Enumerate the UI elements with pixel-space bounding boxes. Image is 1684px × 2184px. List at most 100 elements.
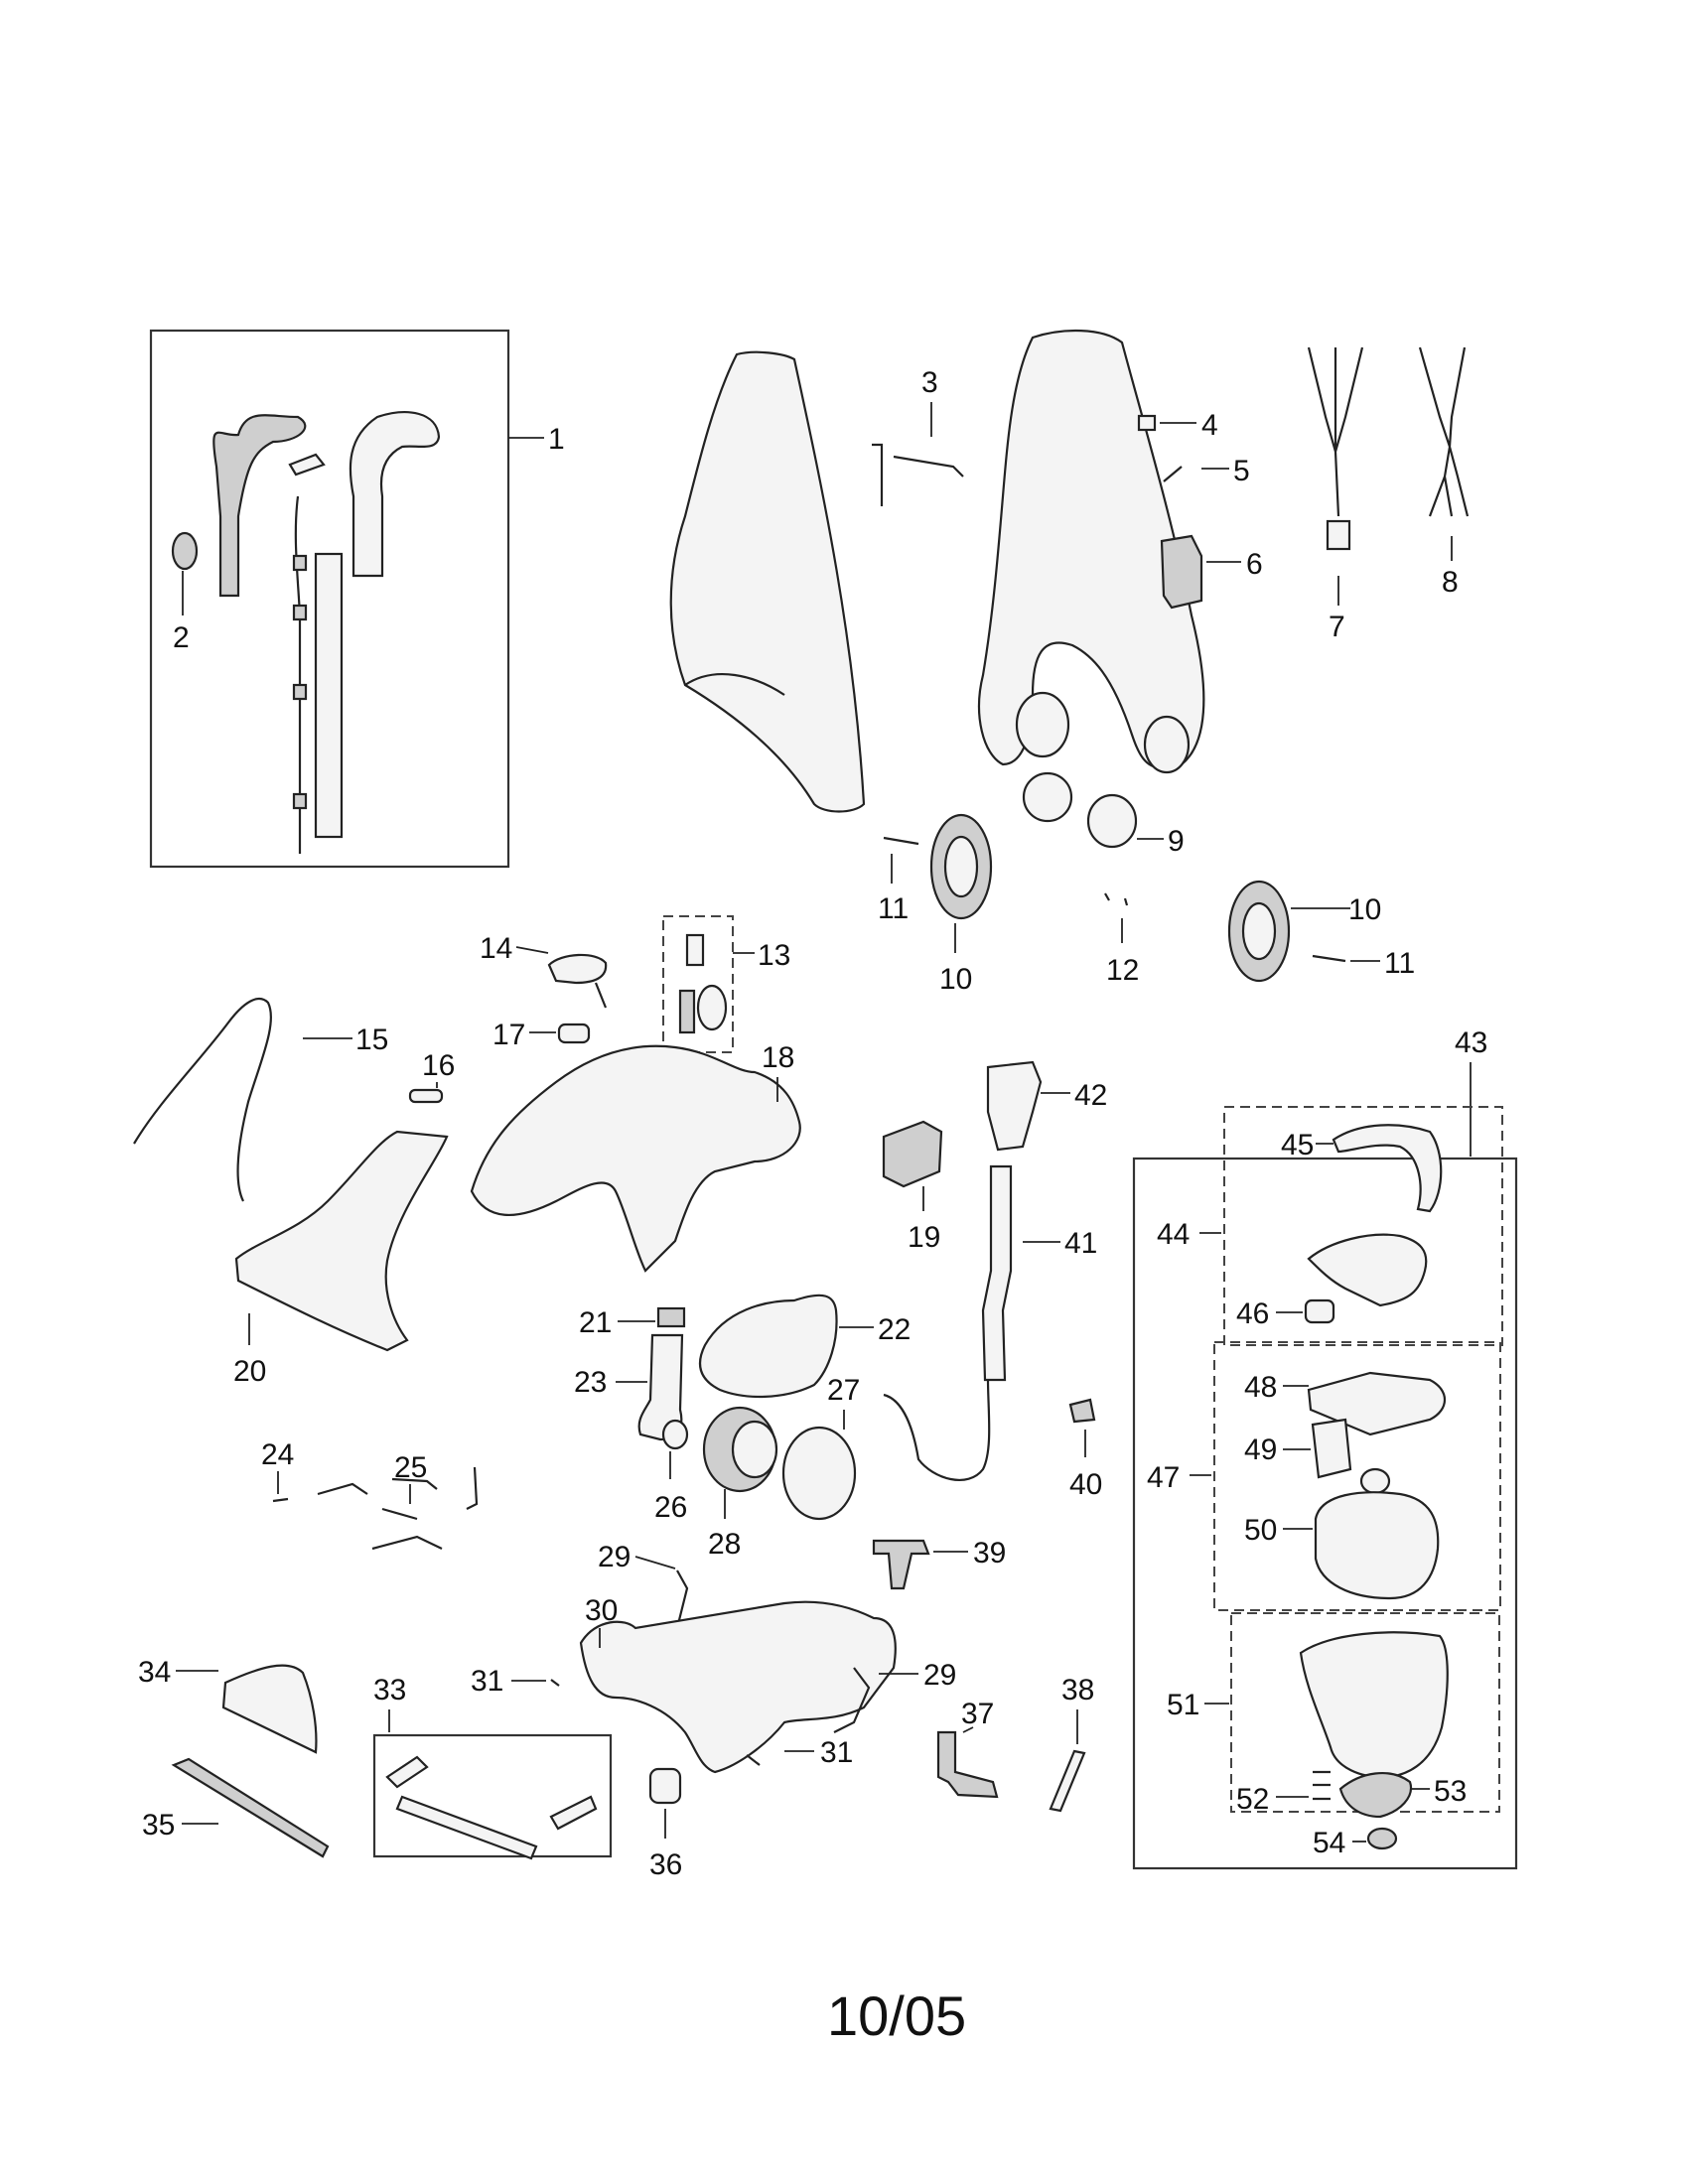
- tank-assembly-group: 43 44 45 46 47 48 49 50 51 52: [1132, 1026, 1518, 1870]
- callout-20: 20: [233, 1355, 266, 1388]
- part-25-rods: [371, 1507, 443, 1551]
- part-33-roller: [395, 1795, 538, 1860]
- part-54-cap: [1366, 1827, 1398, 1850]
- part-24-25-linkage: [272, 1466, 479, 1510]
- callout-17: 17: [492, 1019, 525, 1051]
- part-13-spring-cap: [685, 933, 705, 967]
- group-47-box: [1213, 1341, 1501, 1611]
- callout-29a: 29: [598, 1541, 631, 1573]
- callout-11a: 11: [878, 892, 909, 925]
- callout-29b: 29: [923, 1659, 956, 1692]
- part-36-gasket: [648, 1767, 682, 1805]
- part-23-duct: [637, 1333, 684, 1441]
- callout-36: 36: [649, 1848, 682, 1881]
- part-18-cover: [470, 1044, 801, 1273]
- callout-9: 9: [1168, 825, 1185, 858]
- rod-clip-4: [292, 792, 308, 810]
- part-6-bracket: [1160, 534, 1203, 610]
- callout-3: 3: [921, 366, 938, 399]
- handle-tube: [314, 552, 344, 839]
- part-45-handle: [1332, 1124, 1443, 1213]
- part-14-latch: [547, 953, 608, 985]
- part-34-guard: [221, 1664, 318, 1754]
- callout-41: 41: [1064, 1227, 1097, 1260]
- handle-assembly-group: 1 2: [149, 329, 565, 869]
- callout-14: 14: [480, 932, 512, 965]
- part-51-dirty-tank: [1299, 1631, 1449, 1779]
- callout-45: 45: [1281, 1129, 1314, 1161]
- part-22-pump: [698, 1294, 838, 1399]
- part-13-valve: [696, 984, 728, 1031]
- power-cord-group: 7: [1307, 346, 1364, 643]
- part-13-spring: [678, 989, 696, 1034]
- part-17-gasket: [557, 1023, 591, 1044]
- part-21-cap: [656, 1306, 686, 1328]
- callout-52: 52: [1236, 1783, 1269, 1816]
- part-5-screw: [1163, 466, 1183, 482]
- leader-37: [962, 1726, 974, 1733]
- callout-18: 18: [762, 1041, 794, 1074]
- belt-left: [1022, 771, 1073, 823]
- callout-26: 26: [654, 1491, 687, 1524]
- part-29-lower: [833, 1667, 871, 1733]
- part-35-strip: [171, 1757, 330, 1858]
- belt-right: [1086, 793, 1138, 849]
- footer-date: 10/05: [827, 1984, 966, 2047]
- part-31-screw-a: [550, 1679, 560, 1687]
- callout-23: 23: [574, 1366, 607, 1399]
- part-33-end-cap-left: [385, 1755, 429, 1789]
- callout-21: 21: [579, 1306, 612, 1339]
- callout-33: 33: [373, 1674, 406, 1706]
- callout-40: 40: [1069, 1468, 1102, 1501]
- callout-10a: 10: [939, 963, 972, 996]
- group-51-box: [1230, 1612, 1500, 1813]
- wire-harness: [1418, 346, 1470, 517]
- front-cover-group: [669, 350, 866, 813]
- callout-11b: 11: [1384, 947, 1415, 980]
- rod-clip-2: [292, 604, 308, 621]
- part-4-clip: [1137, 414, 1157, 432]
- callout-47: 47: [1147, 1461, 1180, 1494]
- part-12-clips: [1104, 892, 1129, 906]
- group-44-box: [1223, 1106, 1503, 1346]
- part-52-screws: [1313, 1770, 1331, 1801]
- callout-39: 39: [973, 1537, 1006, 1570]
- rod-clip-1: [292, 554, 308, 572]
- callout-35: 35: [142, 1809, 175, 1842]
- callout-19: 19: [908, 1221, 940, 1254]
- power-cord-wires: [1307, 346, 1364, 517]
- callout-15: 15: [355, 1024, 388, 1056]
- part-53-valve: [1338, 1771, 1413, 1819]
- part-33-box: [372, 1733, 613, 1858]
- callout-31b: 31: [820, 1736, 853, 1769]
- knob: [171, 531, 199, 571]
- callout-53: 53: [1434, 1775, 1467, 1808]
- front-cover: [669, 350, 866, 813]
- part-42-tool: [986, 1060, 1043, 1152]
- leader-29a: [634, 1556, 676, 1570]
- callout-7: 7: [1329, 611, 1345, 643]
- callout-46: 46: [1236, 1297, 1269, 1330]
- callout-13: 13: [758, 939, 790, 972]
- wheel-left-hub: [943, 835, 979, 898]
- callout-8: 8: [1442, 566, 1459, 599]
- leader-14: [515, 946, 549, 954]
- trigger: [288, 453, 326, 477]
- part-41-wand: [981, 1164, 1013, 1382]
- part-14-tab: [594, 982, 608, 1009]
- part-3-group: 3: [872, 366, 964, 506]
- rear-housing-group: [977, 330, 1205, 774]
- part-49-screen: [1311, 1418, 1352, 1479]
- callout-16: 16: [422, 1049, 455, 1082]
- callout-28: 28: [708, 1528, 741, 1561]
- callout-2: 2: [173, 621, 190, 654]
- part-40-connector: [1068, 1398, 1096, 1424]
- latch-rod: [872, 443, 884, 506]
- handle-grip-right: [349, 411, 441, 578]
- callout-25: 25: [394, 1451, 427, 1484]
- callout-4: 4: [1201, 409, 1218, 442]
- callout-5: 5: [1233, 455, 1250, 487]
- part-16-strip: [408, 1088, 444, 1104]
- part-39-bracket: [872, 1539, 930, 1590]
- callout-38: 38: [1061, 1674, 1094, 1706]
